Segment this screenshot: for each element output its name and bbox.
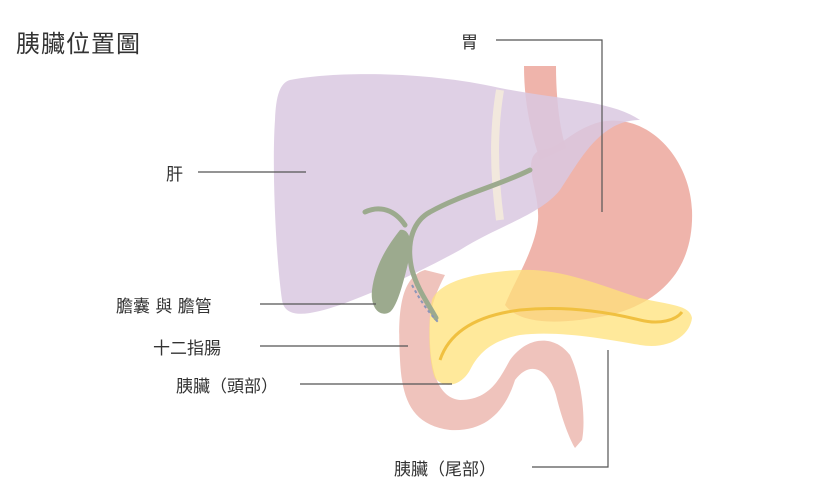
pancreatic-duct [438, 306, 684, 361]
liver-ligament [491, 89, 504, 221]
leader-stomach [496, 39, 603, 212]
liver-shape [273, 74, 640, 314]
label-stomach: 胃 [461, 33, 478, 53]
label-pancreas-head: 胰臟（頭部） [176, 377, 278, 397]
pancreas-shape [429, 269, 692, 385]
leader-pancreas-tail [532, 350, 609, 468]
label-duodenum: 十二指腸 [153, 339, 221, 359]
label-liver: 肝 [166, 165, 183, 185]
duodenum-shape [399, 270, 584, 448]
page-title: 胰臟位置圖 [16, 30, 141, 58]
label-pancreas-tail: 胰臟（尾部） [394, 460, 496, 480]
gallbladder-shape [371, 229, 411, 314]
bile-duct [407, 167, 533, 321]
hepatic-duct-branch [362, 206, 408, 228]
label-gallbladder-duct: 膽囊 與 膽管 [116, 297, 212, 317]
